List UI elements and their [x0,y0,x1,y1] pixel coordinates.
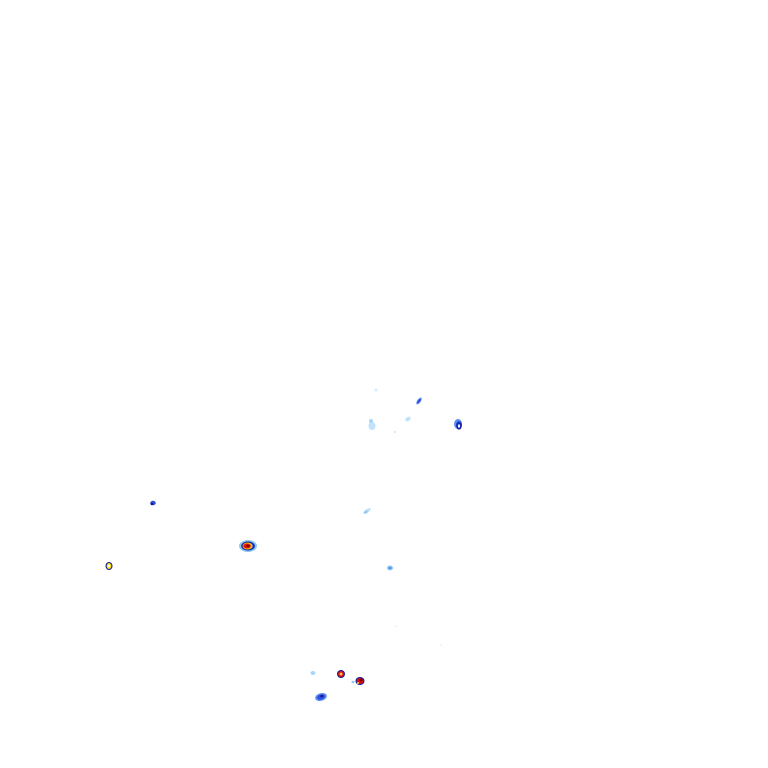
echo-streak-north [416,397,422,405]
echo-specks [395,625,442,646]
echo-cell-west [150,500,156,506]
echo-streak-center [363,508,371,514]
echo-cell-northeast [454,419,462,430]
echo-cluster-south [310,670,365,701]
echo-cell-center-south [387,565,393,571]
echo-cluster-north-light [368,388,411,434]
echo-cell-far-west [105,562,113,570]
echo-storm-cell-west-central [239,540,257,552]
